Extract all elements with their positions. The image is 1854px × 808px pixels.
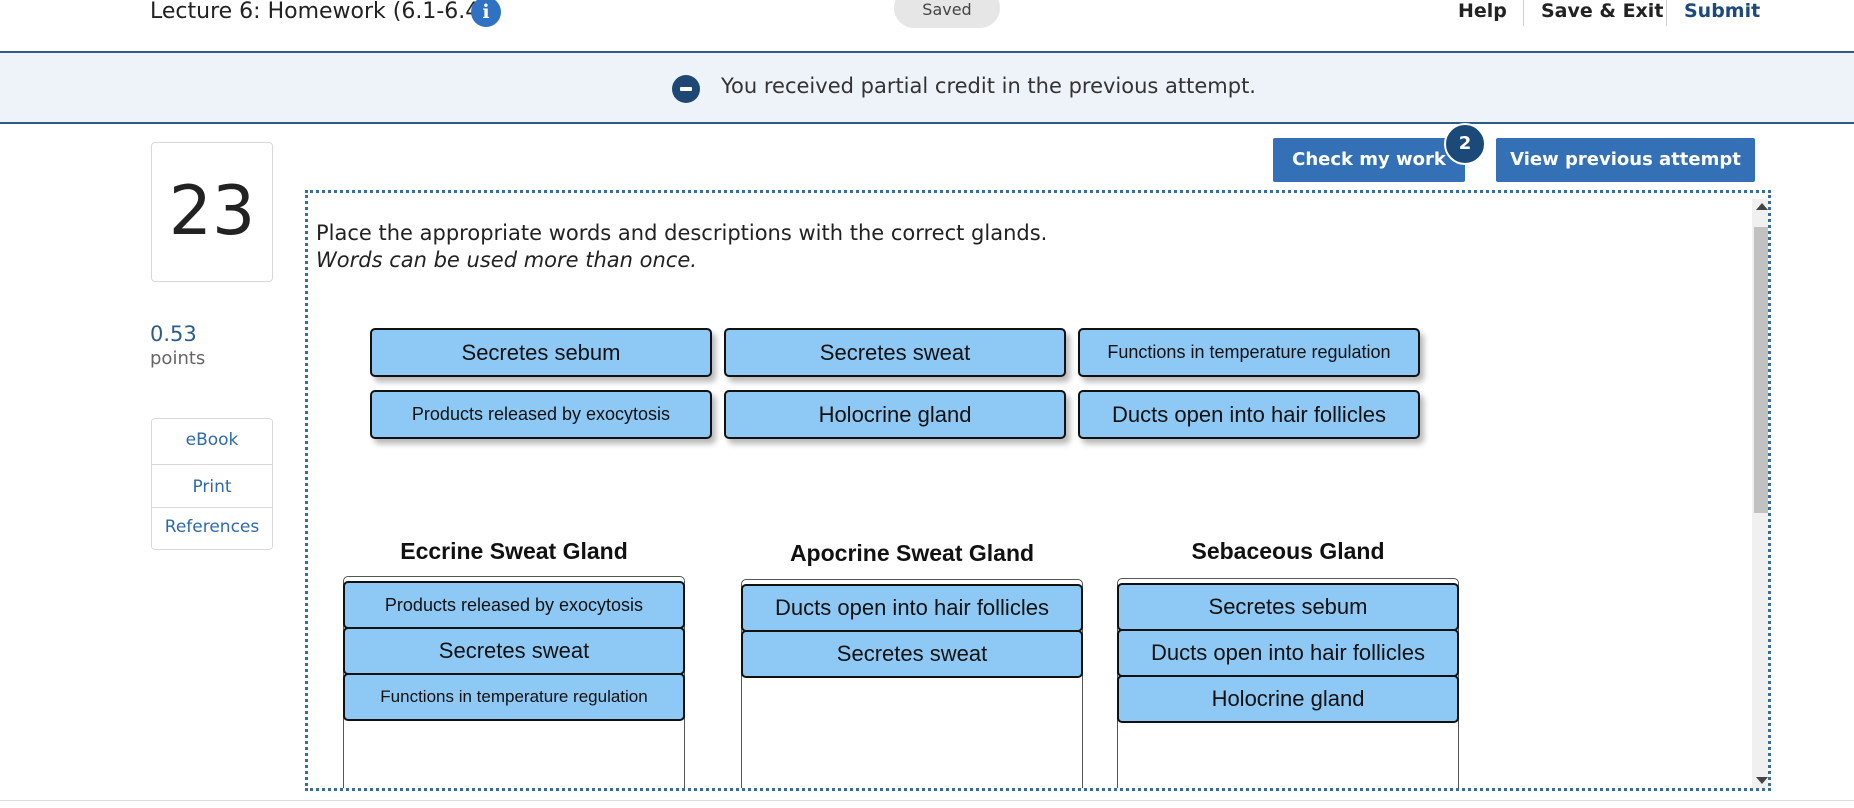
apocrine-drop-zone[interactable]: Ducts open into hair follicles Secretes … — [741, 579, 1083, 788]
top-bar: Lecture 6: Homework (6.1-6.4) i Saved He… — [0, 0, 1854, 53]
references-link[interactable]: References — [164, 517, 260, 537]
placed-tile[interactable]: Ducts open into hair follicles — [1117, 629, 1459, 677]
sebaceous-gland-heading: Sebaceous Gland — [1191, 538, 1385, 564]
question-frame: Place the appropriate words and descript… — [305, 190, 1771, 791]
placed-tile[interactable]: Holocrine gland — [1117, 675, 1459, 723]
assignment-title: Lecture 6: Homework (6.1-6.4) — [150, 0, 488, 24]
saved-status-badge: Saved — [894, 0, 1000, 28]
view-previous-attempt-button[interactable]: View previous attempt — [1496, 138, 1755, 182]
placed-tile[interactable]: Secretes sweat — [343, 627, 685, 675]
placed-tile[interactable]: Functions in temperature regulation — [343, 673, 685, 721]
check-my-work-button[interactable]: Check my work — [1273, 138, 1465, 182]
word-bank-tile[interactable]: Products released by exocytosis — [370, 390, 712, 439]
banner-message: You received partial credit in the previ… — [721, 74, 1256, 98]
vertical-scrollbar[interactable] — [1752, 199, 1768, 788]
instruction-text: Place the appropriate words and descript… — [316, 221, 1048, 245]
word-bank-tile[interactable]: Holocrine gland — [724, 390, 1066, 439]
word-bank-tile[interactable]: Secretes sebum — [370, 328, 712, 377]
placed-tile[interactable]: Products released by exocytosis — [343, 581, 685, 629]
nav-divider — [1523, 0, 1524, 26]
resource-links: eBook Print References — [151, 418, 273, 550]
sebaceous-drop-zone[interactable]: Secretes sebum Ducts open into hair foll… — [1117, 578, 1459, 788]
minus-circle-icon — [672, 75, 700, 103]
eccrine-drop-zone[interactable]: Products released by exocytosis Secretes… — [343, 576, 685, 788]
help-link[interactable]: Help — [1458, 0, 1507, 22]
print-link[interactable]: Print — [192, 477, 232, 497]
points-value: 0.53 — [150, 322, 197, 346]
points-label: points — [150, 348, 206, 369]
placed-tile[interactable]: Ducts open into hair follicles — [741, 584, 1083, 632]
scroll-up-arrow-icon[interactable] — [1756, 203, 1768, 210]
nav-divider — [1666, 0, 1667, 26]
partial-credit-banner: You received partial credit in the previ… — [0, 53, 1854, 124]
placed-tile[interactable]: Secretes sebum — [1117, 583, 1459, 631]
link-divider — [152, 507, 272, 508]
word-bank-tile[interactable]: Ducts open into hair follicles — [1078, 390, 1420, 439]
save-exit-link[interactable]: Save & Exit — [1541, 0, 1664, 22]
ebook-link[interactable]: eBook — [185, 430, 239, 450]
info-icon[interactable]: i — [471, 0, 501, 27]
link-divider — [152, 464, 272, 465]
page-bottom-divider — [0, 800, 1854, 801]
instruction-note: Words can be used more than once. — [316, 248, 697, 272]
question-number: 23 — [151, 142, 273, 282]
apocrine-gland-heading: Apocrine Sweat Gland — [789, 540, 1035, 566]
scroll-down-arrow-icon[interactable] — [1756, 777, 1768, 784]
submit-link[interactable]: Submit — [1684, 0, 1761, 22]
eccrine-gland-heading: Eccrine Sweat Gland — [400, 538, 628, 564]
attempts-remaining-badge: 2 — [1444, 123, 1486, 165]
placed-tile[interactable]: Secretes sweat — [741, 630, 1083, 678]
scrollbar-thumb[interactable] — [1754, 227, 1768, 513]
word-bank-tile[interactable]: Functions in temperature regulation — [1078, 328, 1420, 377]
word-bank-tile[interactable]: Secretes sweat — [724, 328, 1066, 377]
